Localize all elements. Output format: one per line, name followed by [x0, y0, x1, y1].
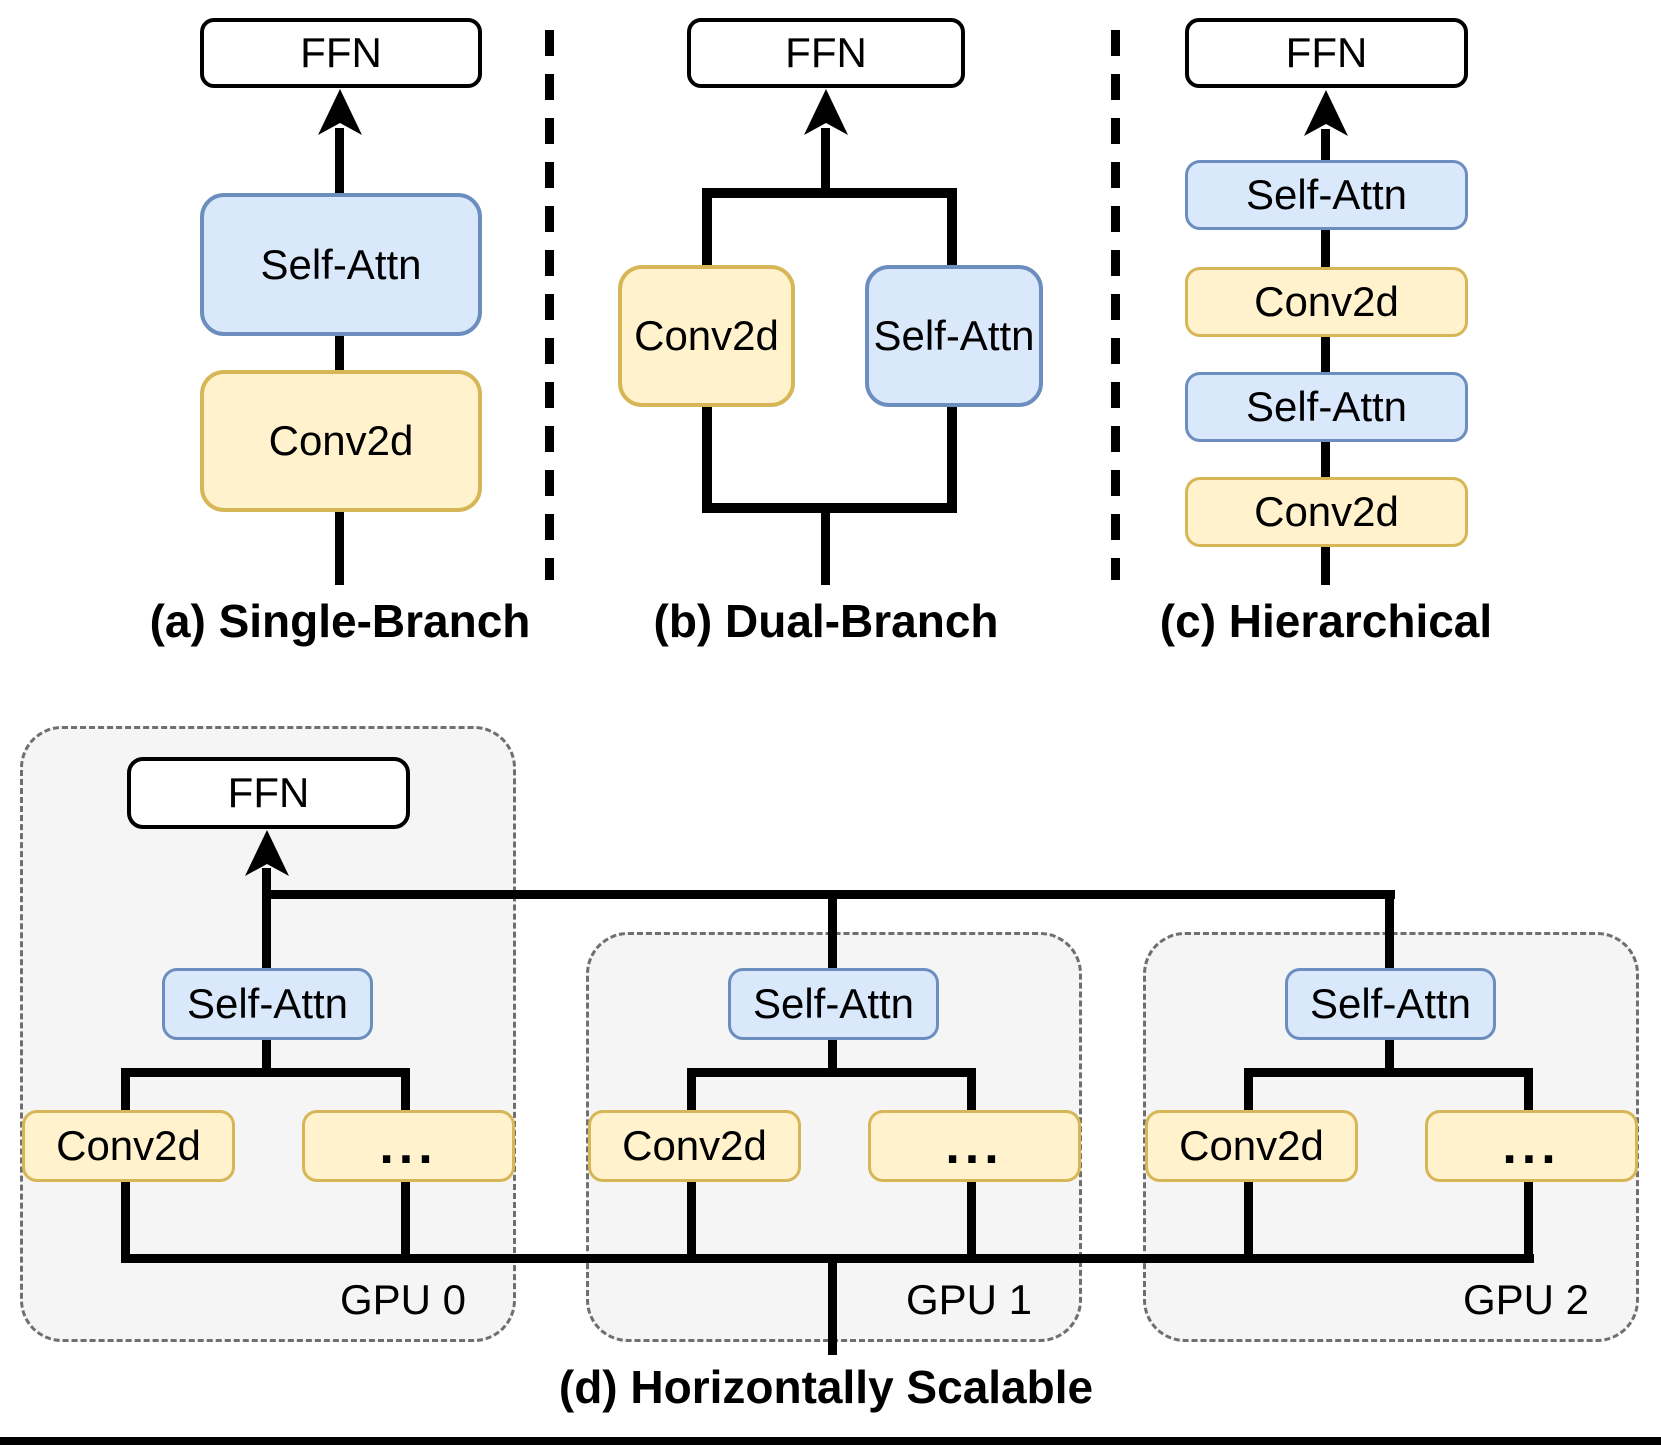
gpu-0-self-attn-label: Self-Attn: [186, 980, 349, 1027]
gpu-1-self-attn-label: Self-Attn: [752, 980, 915, 1027]
gpu-0-ffn-label: FFN: [227, 769, 310, 816]
merge-rail-top: [702, 188, 957, 198]
panel-c-conv2d-box-2: Conv2d: [1185, 477, 1468, 547]
panel-separator-left: [545, 30, 554, 580]
connector-line: [1321, 337, 1330, 372]
arrow-up-icon: [318, 89, 362, 135]
connector-line: [821, 128, 830, 188]
gpu-1-conv2d-label: Conv2d: [622, 1122, 767, 1169]
panel-a-ffn-box: FFN: [200, 18, 482, 88]
rail-tap-gpu2: [1385, 890, 1394, 968]
gpu-0-self-attn-box: Self-Attn: [162, 968, 373, 1040]
gpu-0-ffn-box: FFN: [127, 757, 410, 829]
panel-c-layer-label: Conv2d: [1254, 278, 1399, 325]
panel-c-ffn-box: FFN: [1185, 18, 1468, 88]
panel-c-ffn-label: FFN: [1285, 29, 1368, 76]
gpu-2-conv2d-box: Conv2d: [1145, 1110, 1358, 1182]
input-line: [821, 513, 830, 585]
panel-a-ffn-label: FFN: [300, 29, 382, 76]
panel-b-ffn-box: FFN: [687, 18, 965, 88]
gpu-0-label: GPU 0: [339, 1276, 466, 1323]
panel-c-layer-label: Self-Attn: [1245, 171, 1408, 218]
split-rail: [121, 1068, 410, 1077]
panel-c-self-attn-box-2: Self-Attn: [1185, 372, 1468, 442]
figure-bottom-rule: [0, 1437, 1661, 1445]
gpu-2-label: GPU 2: [1462, 1276, 1589, 1323]
panel-d-caption: (d) Horizontally Scalable: [558, 1361, 1094, 1413]
connector-line: [1385, 1040, 1394, 1068]
panel-b-ffn-label: FFN: [785, 29, 867, 76]
input-line: [335, 512, 344, 585]
panel-b-caption: (b) Dual-Branch: [653, 595, 999, 647]
panel-c-layer-label: Conv2d: [1254, 488, 1399, 535]
gpu-0-conv2d-box: Conv2d: [22, 1110, 235, 1182]
arrow-up-icon: [245, 830, 289, 876]
connector-line: [335, 128, 344, 193]
connector-line: [262, 868, 271, 968]
branch-line-left: [702, 407, 712, 513]
branch-line-right: [947, 188, 957, 265]
gpu-0-more-convs-box: ...: [302, 1110, 515, 1182]
panel-separator-right: [1111, 30, 1120, 580]
gpu-1-more-convs-box: ...: [868, 1110, 1081, 1182]
panel-b-self-attn-label: Self-Attn: [873, 312, 1035, 359]
rail-tap-gpu1: [828, 890, 837, 968]
panel-a-conv2d-label: Conv2d: [268, 417, 414, 464]
input-line: [828, 1263, 837, 1355]
gpu-2-self-attn-box: Self-Attn: [1285, 968, 1496, 1040]
connector-line: [1321, 129, 1330, 160]
arrow-up-icon: [804, 89, 848, 135]
ellipsis-label: ...: [945, 1117, 1004, 1175]
gpu-1-label: GPU 1: [905, 1276, 1032, 1323]
panel-c-self-attn-box-1: Self-Attn: [1185, 160, 1468, 230]
connector-line: [335, 336, 344, 370]
connector-line: [1321, 442, 1330, 477]
panel-b-conv2d-box: Conv2d: [618, 265, 795, 407]
panel-c-layer-label: Self-Attn: [1245, 383, 1408, 430]
gpu-1-self-attn-box: Self-Attn: [728, 968, 939, 1040]
split-rail-bottom: [702, 503, 957, 513]
panel-a-conv2d-box: Conv2d: [200, 370, 482, 512]
ellipsis-label: ...: [379, 1117, 438, 1175]
panel-a-self-attn-label: Self-Attn: [260, 240, 422, 288]
ellipsis-label: ...: [1502, 1117, 1561, 1175]
panel-b-self-attn-box: Self-Attn: [865, 265, 1043, 407]
gpu-2-self-attn-label: Self-Attn: [1309, 980, 1472, 1027]
gpu-2-conv2d-label: Conv2d: [1179, 1122, 1324, 1169]
branch-line-left: [702, 188, 712, 265]
panel-a-caption: (a) Single-Branch: [149, 595, 531, 647]
split-rail: [1244, 1068, 1533, 1077]
gpu-1-conv2d-box: Conv2d: [588, 1110, 801, 1182]
panel-c-conv2d-box-1: Conv2d: [1185, 267, 1468, 337]
connector-line: [1321, 230, 1330, 267]
branch-line-right: [947, 407, 957, 513]
arrow-up-icon: [1304, 90, 1348, 136]
connector-line: [262, 1040, 271, 1068]
scatter-rail-bottom: [121, 1254, 1534, 1263]
gpu-2-more-convs-box: ...: [1425, 1110, 1638, 1182]
input-line: [1321, 547, 1330, 585]
split-rail: [687, 1068, 976, 1077]
connector-line: [828, 1040, 837, 1068]
panel-c-caption: (c) Hierarchical: [1159, 595, 1493, 647]
panel-b-conv2d-label: Conv2d: [634, 312, 779, 359]
panel-a-self-attn-box: Self-Attn: [200, 193, 482, 336]
gpu-0-conv2d-label: Conv2d: [56, 1122, 201, 1169]
